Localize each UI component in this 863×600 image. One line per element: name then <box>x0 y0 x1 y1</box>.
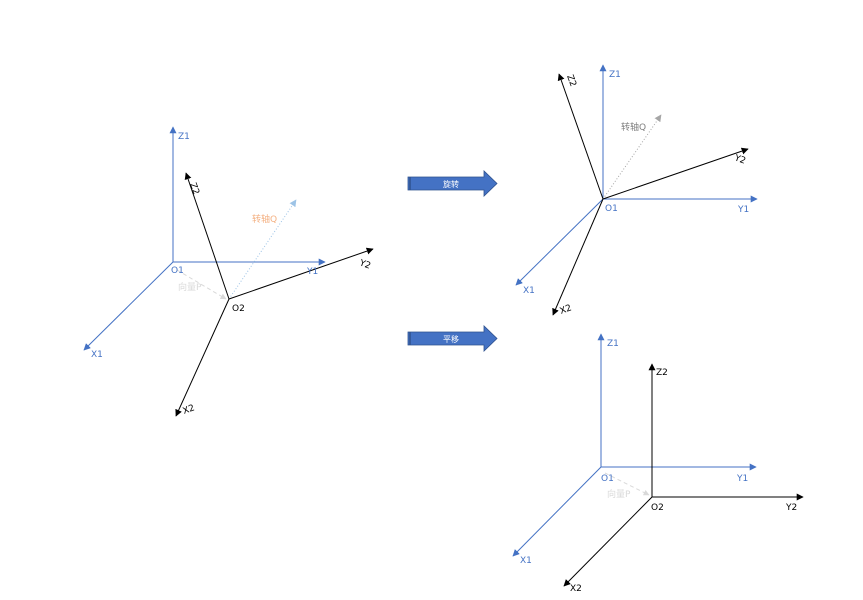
frame1-axes <box>83 126 326 351</box>
rot-frame2-axes <box>552 73 749 316</box>
rot-label-z2: Z2 <box>564 74 577 89</box>
rot-label-x2: X2 <box>559 303 574 316</box>
x1-axis <box>83 261 174 351</box>
rot-label-x1: X1 <box>523 286 535 296</box>
rot-frame1-axes <box>515 64 758 286</box>
translate-arrow-shape <box>407 325 498 352</box>
rotate-arrow-shape <box>407 170 498 197</box>
label-vector-p: 向量P <box>178 281 202 293</box>
z2-axis <box>184 172 230 300</box>
x2-axis <box>175 298 230 417</box>
tr-x2-axis <box>563 496 653 587</box>
rot-label-y2: Y2 <box>732 153 747 167</box>
tr-label-y2: Y2 <box>785 503 797 513</box>
tr-label-z2: Z2 <box>656 368 668 378</box>
label-y1: Y1 <box>306 267 318 277</box>
tr-label-x1: X1 <box>520 556 532 566</box>
tr-vector-p-arrow <box>604 472 650 496</box>
frame2-axes <box>175 172 374 417</box>
tr-label-x2: X2 <box>570 584 582 594</box>
tr-label-o2: O2 <box>651 503 664 513</box>
rot-label-y1: Y1 <box>737 205 749 215</box>
rot-x1-axis <box>515 198 604 286</box>
rotate-arrow: 旋转 <box>407 170 498 197</box>
label-o2: O2 <box>232 304 245 314</box>
rot-x2-axis <box>552 198 604 316</box>
label-o1: O1 <box>171 266 184 276</box>
rotate-arrow-label: 旋转 <box>443 179 459 189</box>
left-diagram: Z1 Y1 X1 O1 Z2 Y2 X2 O2 转轴Q 向量P <box>83 126 374 417</box>
rotation-axis-q <box>228 199 297 300</box>
label-x1: X1 <box>91 350 103 360</box>
rot-z2-axis <box>557 73 604 200</box>
tr-frame2-axes <box>563 363 804 587</box>
tr-label-o1: O1 <box>601 474 614 484</box>
rot-label-o1: O1 <box>605 204 618 214</box>
y2-axis <box>228 247 374 300</box>
tr-label-vector-p: 向量P <box>607 488 631 500</box>
tr-x1-axis <box>512 466 602 557</box>
vector-p-arrow <box>176 269 227 300</box>
label-y2: Y2 <box>357 258 372 272</box>
tr-label-z1: Z1 <box>607 339 619 349</box>
rot-label-axis-q: 转轴Q <box>621 121 646 133</box>
rot-label-z1: Z1 <box>609 70 621 80</box>
tr-label-y1: Y1 <box>736 474 748 484</box>
rot-rotation-axis-q <box>602 114 662 200</box>
translate-result-diagram: Z1 Y1 X1 O1 Z2 Y2 X2 O2 向量P <box>512 333 804 594</box>
translate-arrow-label: 平移 <box>443 334 459 344</box>
label-axis-q: 转轴Q <box>252 213 277 225</box>
tr-frame1-axes <box>512 333 757 557</box>
rot-y2-axis <box>602 147 749 200</box>
rotate-result-diagram: Z1 Y1 X1 O1 Z2 Y2 X2 转轴Q <box>515 64 758 317</box>
label-x2: X2 <box>182 403 197 416</box>
translate-arrow: 平移 <box>407 325 498 352</box>
label-z1: Z1 <box>178 132 190 142</box>
label-z2: Z2 <box>187 182 200 197</box>
